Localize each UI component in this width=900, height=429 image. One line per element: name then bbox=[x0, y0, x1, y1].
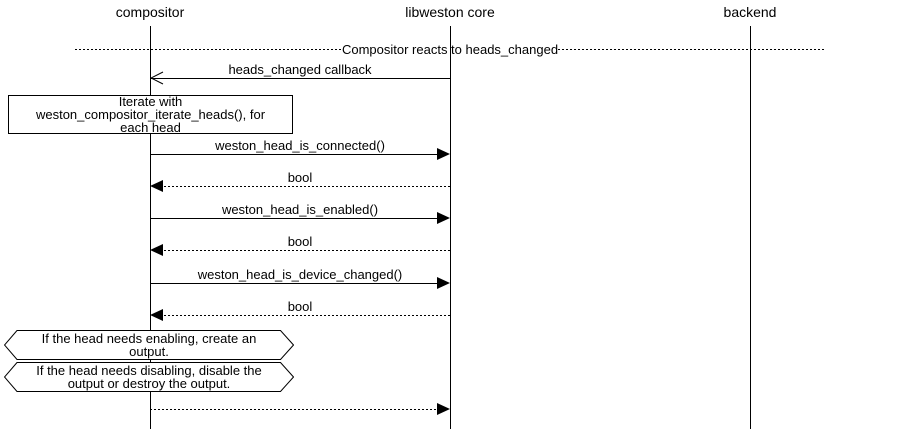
condition-text-enabling: If the head needs enabling, create an ou… bbox=[41, 330, 257, 359]
return-label-bool-device-changed: bool bbox=[287, 299, 313, 314]
message-label-weston-head-is-device-changed: weston_head_is_device_changed() bbox=[197, 267, 403, 282]
return-line-bool-device-changed bbox=[152, 315, 450, 316]
condition-text-disabling: If the head needs disabling, disable the… bbox=[36, 362, 262, 391]
return-label-bool-connected: bool bbox=[287, 170, 313, 185]
filled-arrowhead-right-icon bbox=[437, 212, 450, 224]
actor-label-libweston-core: libweston core bbox=[405, 4, 495, 20]
filled-arrowhead-left-icon bbox=[150, 180, 163, 192]
filled-arrowhead-right-icon bbox=[437, 277, 450, 289]
divider-dotted-line-right bbox=[558, 48, 826, 50]
actor-label-backend: backend bbox=[723, 4, 777, 20]
message-label-weston-head-is-connected: weston_head_is_connected() bbox=[215, 138, 385, 153]
filled-arrowhead-left-icon bbox=[150, 309, 163, 321]
divider: Compositor reacts to heads_changed bbox=[75, 41, 826, 57]
message-line-weston-head-is-device-changed bbox=[150, 283, 448, 284]
filled-arrowhead-right-icon bbox=[437, 403, 450, 415]
filled-arrowhead-left-icon bbox=[150, 244, 163, 256]
filled-arrowhead-right-icon bbox=[437, 148, 450, 160]
message-line-heads-changed-callback bbox=[150, 78, 450, 79]
lifeline-libweston-core bbox=[450, 26, 451, 429]
return-label-bool-enabled: bool bbox=[287, 234, 313, 249]
condition-box-enabling bbox=[4, 330, 294, 360]
divider-title: Compositor reacts to heads_changed bbox=[341, 41, 559, 57]
lifeline-compositor bbox=[150, 26, 151, 429]
message-line-final-return bbox=[150, 409, 448, 410]
return-line-bool-enabled bbox=[152, 250, 450, 251]
note-box: Iterate with weston_compositor_iterate_h… bbox=[8, 95, 293, 134]
message-label-heads-changed-callback: heads_changed callback bbox=[228, 62, 372, 77]
message-line-weston-head-is-connected bbox=[150, 154, 448, 155]
return-line-bool-connected bbox=[152, 186, 450, 187]
divider-dotted-line-left bbox=[75, 48, 342, 50]
lifeline-backend bbox=[750, 26, 751, 429]
message-line-weston-head-is-enabled bbox=[150, 218, 448, 219]
condition-box-disabling bbox=[4, 362, 294, 392]
open-arrowhead-left-icon bbox=[150, 71, 164, 85]
message-label-weston-head-is-enabled: weston_head_is_enabled() bbox=[221, 202, 379, 217]
actor-label-compositor: compositor bbox=[115, 4, 185, 20]
